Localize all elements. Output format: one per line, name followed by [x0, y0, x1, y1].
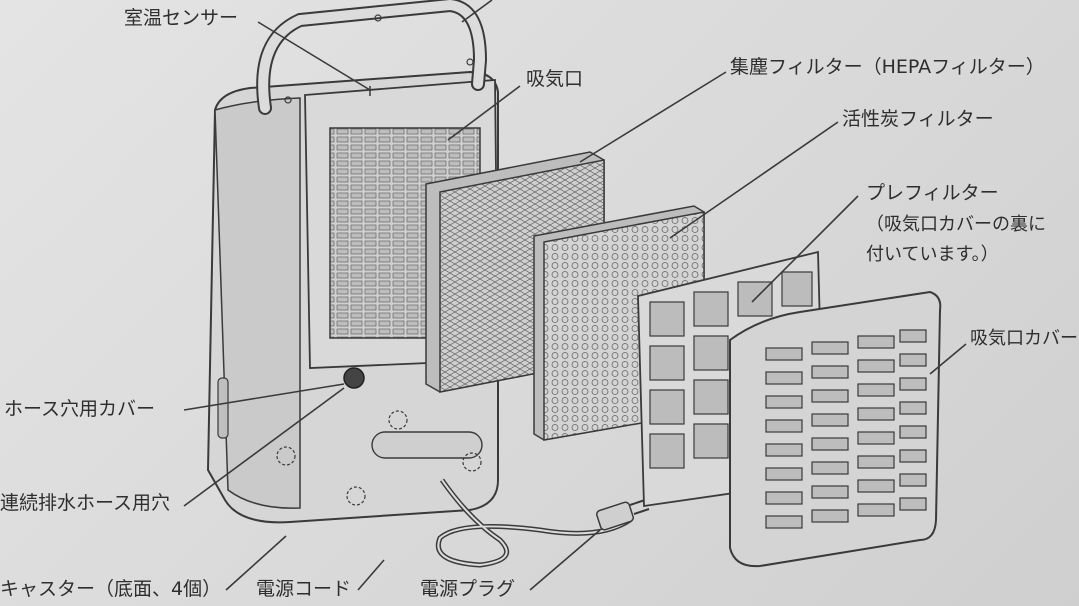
intake-cover-drawing	[729, 290, 942, 568]
power-cord-drawing	[436, 478, 650, 568]
leader-lines	[183, 0, 967, 591]
power-cord-label: 電源コード	[256, 578, 352, 600]
casters-label: キャスター（底面、4個）	[0, 578, 222, 600]
room-temp-sensor-label: 室温センサー	[124, 7, 239, 29]
carbon-filter-label: 活性炭フィルター	[842, 108, 994, 130]
pre-filter-label: プレフィルター	[866, 182, 999, 204]
hose-hole-cover-label: ホース穴用カバー	[4, 398, 156, 420]
intake-cover-label: 吸気口カバー	[970, 328, 1078, 349]
pre-filter-note-line-2: 付いています。）	[866, 244, 999, 265]
hepa-filter-label: 集塵フィルター（HEPAフィルター）	[730, 56, 1045, 78]
pre-filter-note-line-1: （吸気口カバーの裏に	[866, 214, 1046, 235]
power-plug-label: 電源プラグ	[420, 578, 516, 600]
drain-hose-hole-label: 連続排水ホース用穴	[0, 492, 171, 514]
intake-label: 吸気口	[526, 68, 584, 90]
